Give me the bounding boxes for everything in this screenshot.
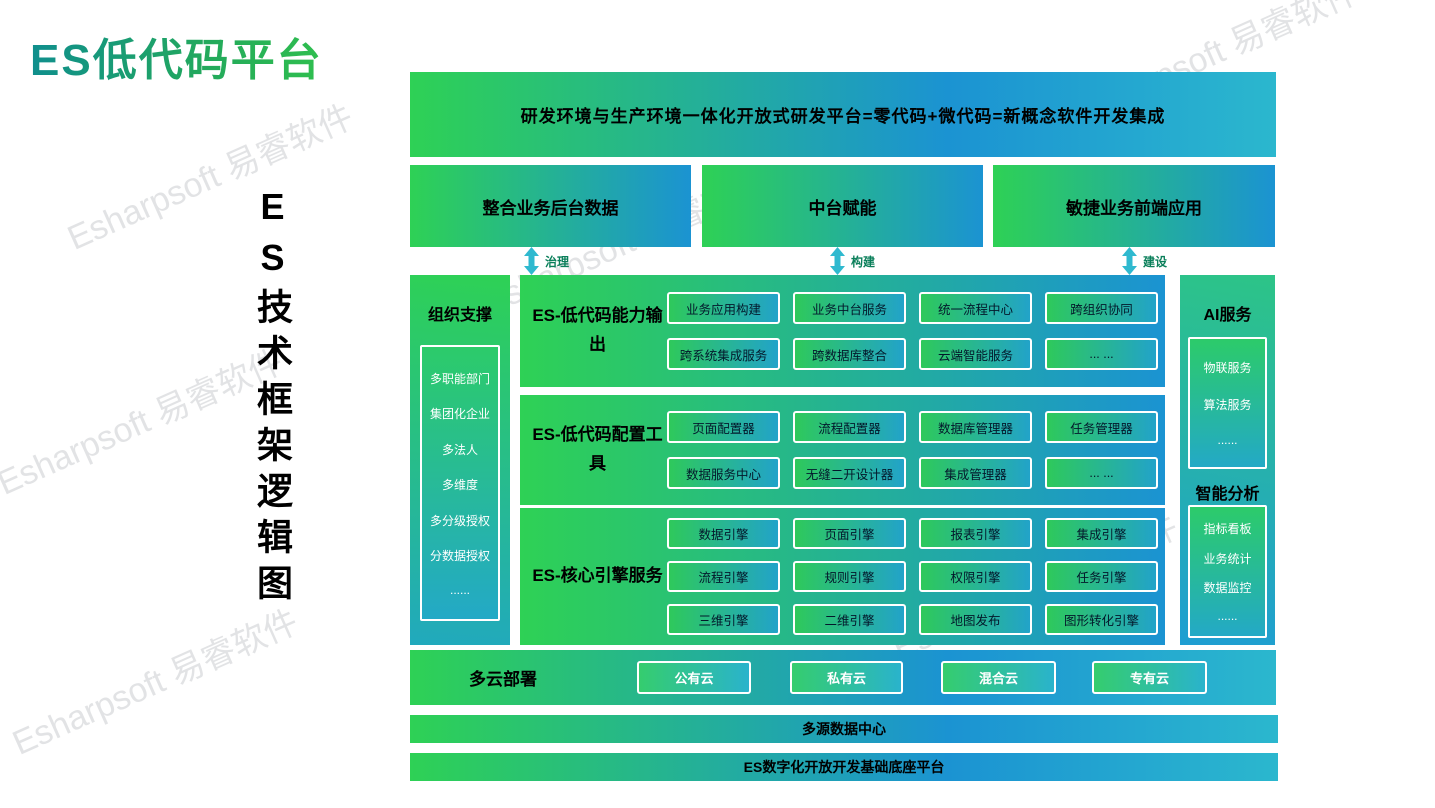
right-services-panel: AI服务 物联服务 算法服务 ...... 智能分析 指标看板 业务统计 数据监… bbox=[1180, 275, 1275, 645]
capability-item: 三维引擎 bbox=[667, 604, 780, 635]
cloud-item-dedicated: 专有云 bbox=[1092, 661, 1207, 694]
capability-item: 地图发布 bbox=[919, 604, 1032, 635]
arrow-group-governance: 治理 bbox=[524, 246, 569, 276]
watermark: Esharpsoft 易睿软件 bbox=[62, 97, 359, 258]
data-center-bar: 多源数据中心 bbox=[410, 715, 1278, 743]
cloud-item-private: 私有云 bbox=[790, 661, 903, 694]
capability-row-config-tools: ES-低代码配置工具 页面配置器 流程配置器 数据库管理器 任务管理器 数据服务… bbox=[520, 395, 1165, 505]
smart-analysis-title: 智能分析 bbox=[1195, 486, 1260, 503]
capability-item: 业务中台服务 bbox=[793, 292, 906, 324]
smart-analysis-item: 指标看板 bbox=[1203, 521, 1252, 536]
org-support-panel: 组织支撑 多职能部门 集团化企业 多法人 多维度 多分级授权 分数据授权 ...… bbox=[410, 275, 510, 645]
vertical-title: ES技术框架逻辑图 bbox=[252, 186, 293, 610]
capability-item: 权限引擎 bbox=[919, 561, 1032, 592]
org-support-item: 集团化企业 bbox=[429, 407, 490, 421]
capability-item: ... ... bbox=[1045, 338, 1158, 370]
capability-item: 数据引擎 bbox=[667, 518, 780, 549]
smart-analysis-list: 指标看板 业务统计 数据监控 ...... bbox=[1188, 505, 1267, 638]
capability-item: 统一流程中心 bbox=[919, 292, 1032, 324]
arrow-label-build: 构建 bbox=[851, 254, 876, 269]
capability-item: ... ... bbox=[1045, 457, 1158, 489]
capability-item: 报表引擎 bbox=[919, 518, 1032, 549]
cloud-item-hybrid: 混合云 bbox=[941, 661, 1056, 694]
capability-row-title: ES-低代码配置工具 bbox=[532, 425, 663, 473]
ai-service-item: ...... bbox=[1217, 433, 1238, 447]
capability-item: 云端智能服务 bbox=[919, 338, 1032, 370]
capability-grid: 页面配置器 流程配置器 数据库管理器 任务管理器 数据服务中心 无缝二开设计器 … bbox=[667, 395, 1158, 505]
org-support-item: 多分级授权 bbox=[429, 513, 490, 528]
ai-services-list: 物联服务 算法服务 ...... bbox=[1188, 337, 1267, 469]
capability-item: 无缝二开设计器 bbox=[793, 457, 906, 489]
capability-row-title: ES-核心引擎服务 bbox=[532, 566, 663, 586]
pillar-backend-data: 整合业务后台数据 bbox=[410, 165, 691, 247]
smart-analysis-item: 数据监控 bbox=[1203, 581, 1252, 596]
capability-item: 跨组织协同 bbox=[1045, 292, 1158, 324]
org-support-item: 多维度 bbox=[441, 478, 478, 492]
multi-cloud-row: 多云部署 公有云 私有云 混合云 专有云 bbox=[410, 650, 1276, 705]
capability-row-title: ES-低代码能力输出 bbox=[532, 306, 663, 354]
capability-item: 二维引擎 bbox=[793, 604, 906, 635]
capability-item: 规则引擎 bbox=[793, 561, 906, 592]
page-title: ES低代码平台 bbox=[30, 24, 323, 88]
arrow-group-construct: 建设 bbox=[1122, 246, 1167, 276]
pillar-middle-platform: 中台赋能 bbox=[702, 165, 983, 247]
smart-analysis-item: 业务统计 bbox=[1203, 551, 1252, 566]
capability-item: 数据库管理器 bbox=[919, 411, 1032, 443]
ai-service-item: 算法服务 bbox=[1203, 398, 1252, 412]
capability-item: 集成管理器 bbox=[919, 457, 1032, 489]
capability-row-output: ES-低代码能力输出 业务应用构建 业务中台服务 统一流程中心 跨组织协同 跨系… bbox=[520, 275, 1165, 387]
double-arrow-icon bbox=[524, 247, 539, 275]
capability-item: 任务管理器 bbox=[1045, 411, 1158, 443]
capability-item: 页面配置器 bbox=[667, 411, 780, 443]
multi-cloud-title: 多云部署 bbox=[469, 670, 537, 689]
org-support-list: 多职能部门 集团化企业 多法人 多维度 多分级授权 分数据授权 ...... bbox=[420, 345, 500, 621]
org-support-item: 多法人 bbox=[441, 442, 478, 457]
capability-item: 图形转化引擎 bbox=[1045, 604, 1158, 635]
org-support-item: ...... bbox=[449, 582, 470, 597]
double-arrow-icon bbox=[1122, 247, 1137, 275]
capability-item: 跨数据库整合 bbox=[793, 338, 906, 370]
capability-item: 流程配置器 bbox=[793, 411, 906, 443]
foundation-platform-bar: ES数字化开放开发基础底座平台 bbox=[410, 753, 1278, 781]
cloud-item-public: 公有云 bbox=[637, 661, 751, 694]
capability-item: 跨系统集成服务 bbox=[667, 338, 780, 370]
org-support-title: 组织支撑 bbox=[427, 307, 492, 324]
arrow-label-governance: 治理 bbox=[545, 254, 570, 269]
capability-item: 流程引擎 bbox=[667, 561, 780, 592]
ai-service-item: 物联服务 bbox=[1203, 361, 1252, 375]
capability-row-core-engines: ES-核心引擎服务 数据引擎 页面引擎 报表引擎 集成引擎 流程引擎 规则引擎 … bbox=[520, 508, 1165, 645]
capability-grid: 数据引擎 页面引擎 报表引擎 集成引擎 流程引擎 规则引擎 权限引擎 任务引擎 … bbox=[667, 508, 1158, 645]
arrow-label-construct: 建设 bbox=[1143, 254, 1168, 269]
top-banner: 研发环境与生产环境一体化开放式研发平台=零代码+微代码=新概念软件开发集成 bbox=[410, 72, 1276, 157]
capability-grid: 业务应用构建 业务中台服务 统一流程中心 跨组织协同 跨系统集成服务 跨数据库整… bbox=[667, 275, 1158, 387]
capability-item: 任务引擎 bbox=[1045, 561, 1158, 592]
capability-item: 业务应用构建 bbox=[667, 292, 780, 324]
double-arrow-icon bbox=[830, 247, 845, 275]
capability-item: 数据服务中心 bbox=[667, 457, 780, 489]
pillar-frontend-apps: 敏捷业务前端应用 bbox=[993, 165, 1275, 247]
org-support-item: 分数据授权 bbox=[429, 549, 490, 563]
smart-analysis-item: ...... bbox=[1217, 609, 1238, 624]
arrow-group-build: 构建 bbox=[830, 246, 875, 276]
capability-item: 集成引擎 bbox=[1045, 518, 1158, 549]
ai-services-title: AI服务 bbox=[1203, 307, 1252, 324]
org-support-item: 多职能部门 bbox=[429, 371, 490, 386]
capability-item: 页面引擎 bbox=[793, 518, 906, 549]
